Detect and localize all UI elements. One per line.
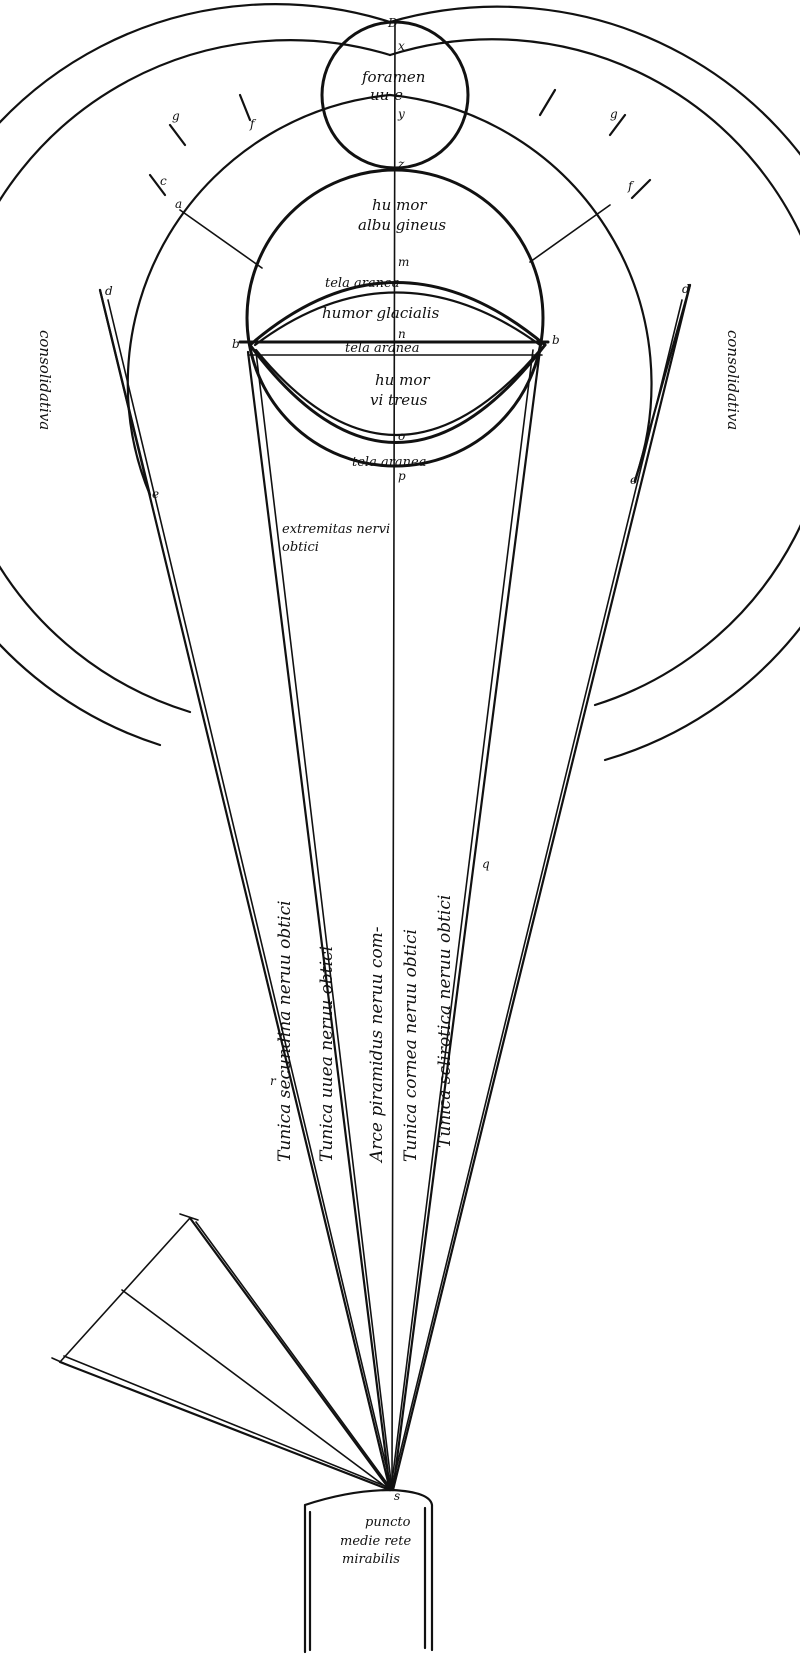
letter-g-right: g: [610, 107, 618, 121]
fan-line-4b: [195, 1221, 393, 1491]
nerve-line-right-outer-2: [390, 299, 683, 1491]
letter-e-left: e: [152, 487, 159, 501]
label-tela-aranea-upper: tela aranea: [325, 276, 400, 291]
letter-c-left: c: [160, 174, 167, 188]
inner-right-arc: [388, 93, 653, 482]
nerve-line-right-inner-2: [390, 349, 534, 1491]
middle-left-arc: [0, 39, 392, 714]
nerve-line-left-outer-2: [107, 299, 393, 1491]
letter-f-left: f: [249, 117, 257, 131]
label-tunica-3: Arce piramidus neruu com-: [367, 926, 387, 1164]
lens-lower-arc-inner: [254, 348, 542, 437]
letter-b-left: b: [232, 337, 240, 351]
letter-z: z: [397, 157, 405, 171]
letter-a: a: [175, 197, 182, 211]
fan-line-1: [58, 1360, 392, 1492]
band-tick-left-3: [168, 123, 187, 147]
letter-q: q: [482, 857, 490, 871]
nerve-line-left-inner: [246, 350, 392, 1492]
label-tela-aranea-mid: tela aranea: [345, 341, 420, 356]
letter-m: m: [398, 255, 409, 269]
outer-right-arc: [388, 5, 800, 762]
lens-upper-arc: [248, 281, 547, 347]
fan-tick-1: [51, 1357, 71, 1367]
band-tick-right-1: [538, 88, 557, 117]
band-tick-left-2: [238, 93, 252, 122]
fan-line-2: [59, 1217, 191, 1363]
label-bottom-3: mirabilis: [342, 1552, 400, 1567]
label-foramen-2: uu e: [370, 86, 403, 104]
letter-b-right: b: [552, 333, 560, 347]
letter-f-right: f: [627, 179, 635, 193]
label-foramen-1: foramen: [361, 68, 425, 86]
letter-g-left: g: [172, 109, 180, 123]
band-tick-right-3: [630, 178, 652, 200]
label-tunica-2: Tunica uuea neruu obtici: [317, 946, 337, 1162]
vertical-axis: [391, 19, 396, 1486]
label-albugineus-2: albu gineus: [358, 216, 446, 234]
nerve-line-right-inner: [391, 348, 542, 1492]
lens-lower-arc: [248, 343, 547, 444]
label-vitreus-2: vi treus: [370, 391, 428, 409]
letter-n: n: [398, 327, 406, 341]
label-humor-glacialis: humor glacialis: [322, 304, 440, 322]
label-vitreus-1: hu mor: [375, 371, 430, 389]
label-albugineus-1: hu mor: [372, 196, 427, 214]
fan-tick-2: [179, 1213, 199, 1221]
letter-d-right: d: [682, 282, 690, 296]
letter-p: p: [398, 469, 406, 483]
letter-y: y: [397, 107, 405, 121]
band-tick-left-1: [148, 173, 167, 197]
label-left-consolidativa: consolidativa: [36, 330, 54, 430]
fan-line-3: [121, 1289, 391, 1491]
letter-x: x: [398, 39, 405, 53]
ray-right-upper: [529, 204, 611, 263]
label-bottom-1: puncto: [365, 1515, 411, 1530]
bottom-box: [303, 1488, 434, 1654]
band-tick-right-2: [608, 113, 627, 137]
nerve-line-right-outer: [391, 283, 692, 1492]
letter-e-right: e: [630, 473, 637, 487]
ray-left-upper: [179, 209, 263, 269]
letter-top: D: [387, 16, 398, 30]
middle-right-arc: [388, 38, 800, 707]
nerve-line-left-outer: [98, 288, 392, 1492]
label-tunica-1: Tunica secundina neruu obtici: [275, 900, 295, 1162]
label-tela-aranea-lower: tela aranea: [352, 455, 427, 470]
outer-left-arc: [0, 3, 392, 747]
letter-s: s: [394, 1489, 400, 1503]
label-tunica-5: Tunica sclirotica neruu obtici: [435, 895, 455, 1148]
label-extremitas-1: extremitas nervi: [282, 522, 390, 537]
lens-upper-arc-inner: [253, 291, 542, 347]
label-bottom-2: medie rete: [340, 1534, 411, 1549]
label-tunica-4: Tunica cornea neruu obtici: [401, 929, 421, 1162]
letter-d-left: d: [105, 284, 113, 298]
letter-o: o: [398, 429, 405, 443]
fan-line-4: [188, 1216, 392, 1492]
label-extremitas-2: obtici: [282, 540, 319, 555]
nerve-line-left-inner-2: [255, 351, 393, 1491]
letter-r: r: [270, 1074, 277, 1088]
fan-line-1b: [63, 1355, 391, 1489]
label-right-consolidativa: consolidativa: [724, 330, 742, 430]
